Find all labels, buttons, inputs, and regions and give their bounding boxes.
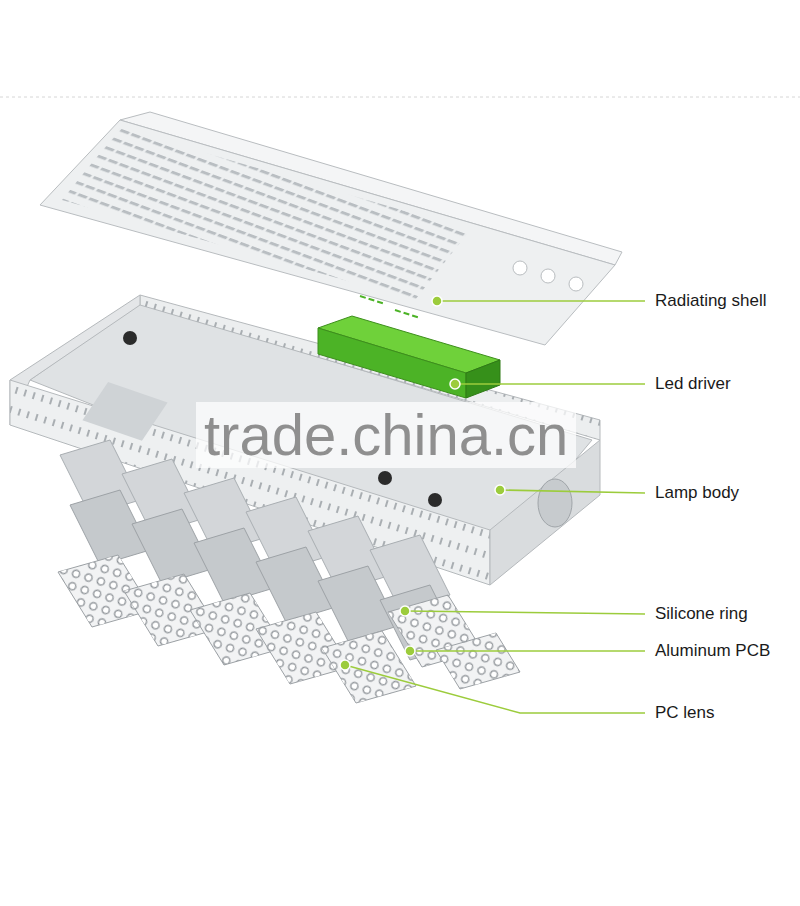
leader-dot [340, 660, 350, 670]
leader-dots [340, 296, 505, 670]
part-label: Aluminum PCB [655, 640, 770, 662]
radiating-shell-drawing [40, 112, 622, 345]
part-label: Lamp body [655, 482, 739, 504]
fixing-knob [428, 493, 442, 507]
top-dashed-rule [0, 97, 800, 98]
fixing-knob [378, 471, 392, 485]
lamp-body-inner-block [82, 382, 167, 441]
leader-line [410, 650, 645, 652]
shell-hole [569, 277, 583, 291]
part-label: Silicone ring [655, 603, 748, 625]
lamp-body-drawing [10, 295, 600, 585]
lens-module-leds [322, 631, 416, 703]
leader-dot [405, 646, 415, 656]
shell-face [40, 120, 615, 345]
part-label: Radiating shell [655, 290, 767, 312]
part-label: Led driver [655, 373, 731, 395]
leader-dot [400, 606, 410, 616]
shell-green-mark [360, 296, 385, 304]
leader-dot [450, 379, 460, 389]
watermark: trade.china.cn [196, 402, 576, 468]
shell-hole [541, 269, 555, 283]
pc-lens-modules [58, 555, 520, 703]
shell-green-mark [395, 310, 420, 318]
leader-line [437, 300, 645, 302]
driver-end [466, 360, 500, 398]
lamp-body-mount-tube [538, 479, 572, 527]
part-label: PC lens [655, 702, 715, 724]
led-driver-drawing [318, 316, 500, 398]
leader-line [405, 611, 645, 614]
leader-lines [345, 301, 645, 713]
shell-hole [513, 261, 527, 275]
driver-front [318, 328, 466, 398]
shell-vents [62, 128, 470, 300]
leader-dot [495, 485, 505, 495]
leader-line [455, 383, 645, 385]
lens-module [322, 631, 416, 703]
leader-dot [432, 296, 442, 306]
leader-line [345, 665, 645, 713]
lens-module-leds [436, 633, 520, 689]
lens-module [436, 633, 520, 689]
fixing-knob [123, 331, 137, 345]
leader-line [500, 490, 645, 493]
